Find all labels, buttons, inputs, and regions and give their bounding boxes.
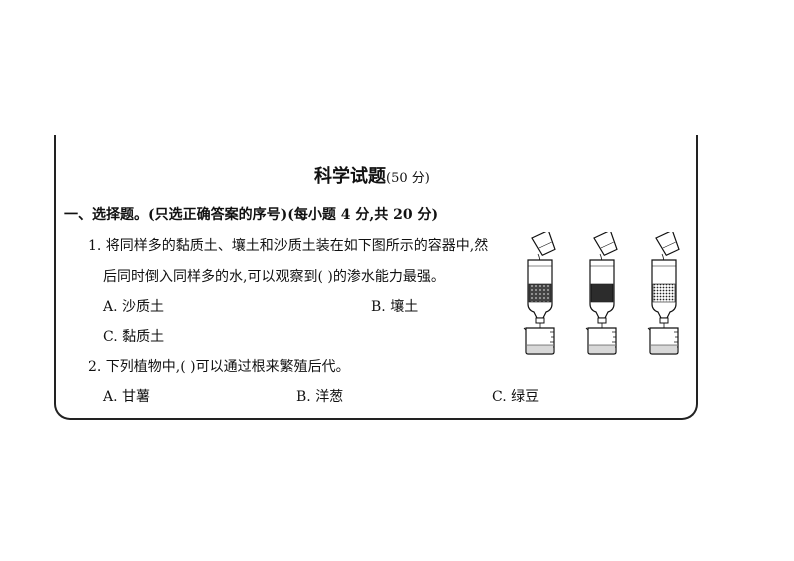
title-main: 科学试题 (314, 166, 386, 187)
question-1-line-1: 1. 将同样多的黏质土、壤土和沙质土装在如下图所示的容器中,然 (88, 238, 489, 254)
experiment-rig-3 (647, 232, 682, 355)
q1-option-b: B. 壤土 (371, 299, 419, 315)
question-frame (54, 135, 698, 420)
q1-option-c: C. 黏质土 (103, 329, 165, 345)
section-heading: 一、选择题。(只选正确答案的序号)(每小题 4 分,共 20 分) (64, 207, 439, 223)
q2-option-c: C. 绿豆 (492, 389, 540, 405)
soil-experiment-figure (523, 232, 682, 355)
q2-option-a: A. 甘薯 (103, 389, 151, 405)
question-2-line-1: 2. 下列植物中,( )可以通过根来繁殖后代。 (88, 359, 350, 375)
title-score: (50 分) (386, 171, 430, 186)
experiment-rig-1 (523, 232, 558, 355)
q2-option-b: B. 洋葱 (296, 389, 344, 405)
question-1-line-2: 后同时倒入同样多的水,可以观察到( )的渗水能力最强。 (103, 269, 445, 285)
page-title: 科学试题(50 分) (314, 168, 430, 186)
experiment-rig-2 (585, 232, 620, 355)
q1-option-a: A. 沙质土 (103, 299, 165, 315)
